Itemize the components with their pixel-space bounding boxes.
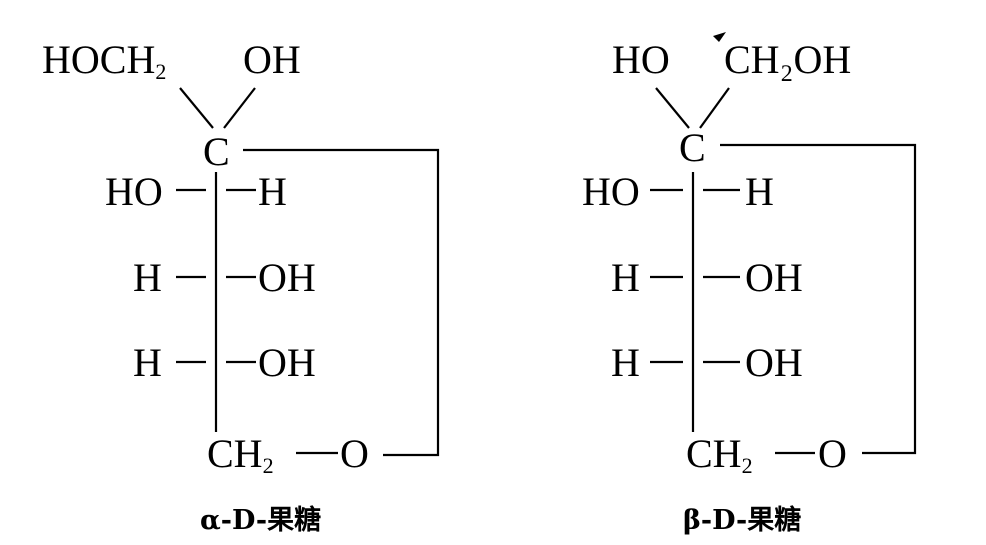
alpha-bottom-ch2-text: CH: [207, 431, 263, 476]
beta-row2-right: OH: [745, 255, 803, 300]
beta-bond-top-right: [699, 87, 730, 129]
beta-top-left-text: HO: [612, 37, 670, 82]
beta-row2-left: H: [611, 255, 640, 300]
alpha-row3-right: OH: [258, 340, 316, 385]
alpha-top-right-group: OH: [243, 37, 301, 82]
alpha-row2-right: OH: [258, 255, 316, 300]
alpha-caption: α-D-果糖: [200, 505, 322, 536]
alpha-bottom-ch2: CH2: [207, 434, 274, 477]
beta-caption: β-D-果糖: [683, 505, 802, 536]
alpha-bond-top-left: [179, 87, 214, 129]
alpha-top-left-sub: 2: [155, 59, 167, 84]
alpha-row1-left: HO: [105, 169, 163, 214]
beta-row1-left: HO: [582, 169, 640, 214]
beta-row3-right: OH: [745, 340, 803, 385]
beta-bottom-ch2-sub: 2: [741, 453, 753, 478]
ink-speck-mark: [713, 32, 726, 42]
alpha-top-left-text: HOCH: [42, 37, 156, 82]
beta-anomeric-carbon: C: [679, 125, 706, 170]
alpha-bond-top-right: [223, 87, 256, 129]
alpha-anomeric-carbon: C: [203, 129, 230, 174]
beta-top-left-group: HO: [612, 40, 670, 83]
beta-ring-oxygen: O: [818, 431, 847, 476]
alpha-row1-right: H: [258, 169, 287, 214]
beta-bond-top-left: [655, 87, 690, 129]
beta-bottom-ch2-text: CH: [686, 431, 742, 476]
alpha-bottom-ch2-sub: 2: [262, 453, 274, 478]
beta-bottom-ch2: CH2: [686, 434, 753, 477]
alpha-row2-left: H: [133, 255, 162, 300]
alpha-row3-left: H: [133, 340, 162, 385]
alpha-ring-bracket: [243, 148, 440, 457]
alpha-top-left-group: HOCH2: [42, 40, 166, 83]
alpha-ring-oxygen: O: [340, 431, 369, 476]
beta-top-right-group: CH₂OH: [724, 37, 852, 82]
beta-row3-left: H: [611, 340, 640, 385]
beta-ring-bracket: [720, 143, 917, 455]
beta-row1-right: H: [745, 169, 774, 214]
